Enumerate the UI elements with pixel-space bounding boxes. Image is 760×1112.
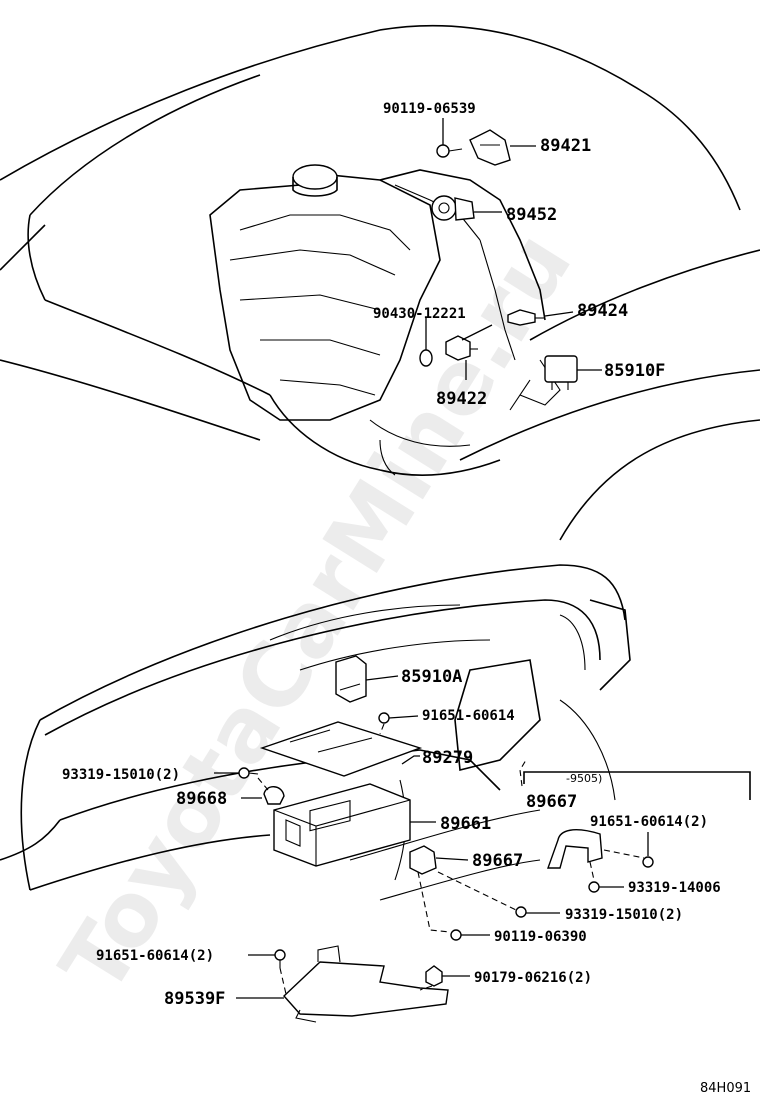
part-90179-06216-nut <box>425 965 443 987</box>
label-93319-15010-2-upper[interactable]: 93319-15010(2) <box>62 767 180 783</box>
label-90119-06539[interactable]: 90119-06539 <box>383 101 476 117</box>
part-90119-06539-bolt <box>436 144 463 158</box>
label-89421[interactable]: 89421 <box>540 136 591 156</box>
label-90430-12221[interactable]: 90430-12221 <box>373 306 466 322</box>
label-90119-06390[interactable]: 90119-06390 <box>494 929 587 945</box>
label-89424[interactable]: 89424 <box>577 301 628 321</box>
part-91651-60614-bolt-b <box>274 949 286 968</box>
watermark-text: ToyotaCarMine.ru <box>40 215 591 1012</box>
label-89661[interactable]: 89661 <box>440 814 491 834</box>
label-89452[interactable]: 89452 <box>506 205 557 225</box>
label-89539F[interactable]: 89539F <box>164 989 225 1009</box>
part-85910F-relay <box>544 355 578 390</box>
part-labels: 90119-06539 89421 89452 90430-12221 8942… <box>62 101 751 1096</box>
leader-lines <box>214 118 649 999</box>
inset-89667-bracket-drawing <box>523 771 751 893</box>
label-89667[interactable]: 89667 <box>472 851 523 871</box>
part-89422-sensor <box>445 335 478 361</box>
part-89424-sensor <box>507 309 545 326</box>
part-89452-sensor <box>431 195 475 221</box>
label-93319-14006[interactable]: 93319-14006 <box>628 880 721 896</box>
label-93319-15010-2-lower[interactable]: 93319-15010(2) <box>565 907 683 923</box>
label-89668[interactable]: 89668 <box>176 789 227 809</box>
part-89279-plate <box>259 721 423 777</box>
label-89279[interactable]: 89279 <box>422 748 473 768</box>
label-91651-60614-2-inset[interactable]: 91651-60614(2) <box>590 814 708 830</box>
part-85910A-relay <box>335 655 367 703</box>
label-85910F[interactable]: 85910F <box>604 361 665 381</box>
part-90430-12221-gasket <box>419 349 433 367</box>
label-85910A[interactable]: 85910A <box>401 667 462 687</box>
part-89539F-bracket <box>283 945 449 1023</box>
part-89661-ecu <box>273 783 411 867</box>
part-89421-sensor <box>469 129 511 166</box>
label-89422[interactable]: 89422 <box>436 389 487 409</box>
label-91651-60614[interactable]: 91651-60614 <box>422 708 515 724</box>
part-93319-15010-screw-b <box>515 906 527 918</box>
part-90119-06390-bolt <box>450 929 462 941</box>
part-93319-15010-screw <box>238 767 259 779</box>
label-90179-06216-2[interactable]: 90179-06216(2) <box>474 970 592 986</box>
engine-compartment-drawing <box>0 24 760 541</box>
drawing-code: 84H091 <box>700 1081 751 1096</box>
label-89667-inset[interactable]: 89667 <box>526 792 577 812</box>
label-91651-60614-2-lower[interactable]: 91651-60614(2) <box>96 948 214 964</box>
bracket-note: -9505) <box>566 772 602 785</box>
part-91651-60614-bolt <box>378 712 390 724</box>
dashboard-drawing <box>0 564 631 901</box>
part-89668-clip <box>263 786 285 805</box>
part-89667-bracket <box>409 845 437 875</box>
